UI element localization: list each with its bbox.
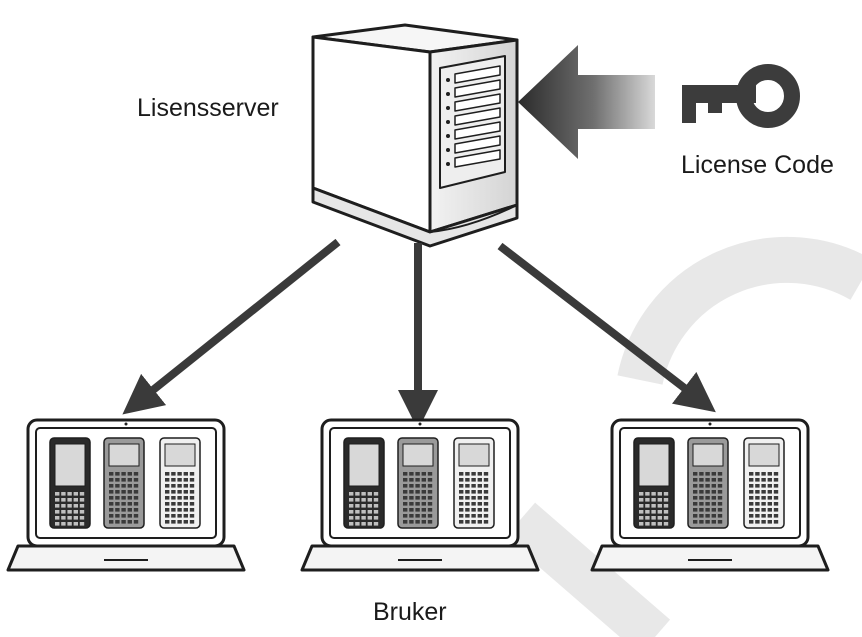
graphing-calculator-icon [49, 437, 91, 529]
arrow-to-laptop-3 [497, 242, 716, 413]
scientific-calculator-light-icon [159, 437, 201, 529]
scientific-calculator-light-icon [743, 437, 785, 529]
license-input-arrow [518, 45, 655, 159]
laptop-icon [300, 418, 540, 572]
server-tower-icon [311, 23, 519, 248]
license-code-label: License Code [681, 151, 834, 179]
graphing-calculator-icon [343, 437, 385, 529]
scientific-calculator-icon [687, 437, 729, 529]
user-label: Bruker [373, 598, 447, 626]
graphing-calculator-icon [633, 437, 675, 529]
server-label: Lisensserver [137, 94, 279, 122]
laptop-icon [590, 418, 830, 572]
scientific-calculator-light-icon [453, 437, 495, 529]
scientific-calculator-icon [397, 437, 439, 529]
watermark [504, 236, 862, 637]
laptop-icon [6, 418, 246, 572]
arrow-to-laptop-1 [122, 238, 341, 415]
key-icon [682, 64, 800, 128]
distribution-arrows [122, 238, 716, 430]
scientific-calculator-icon [103, 437, 145, 529]
